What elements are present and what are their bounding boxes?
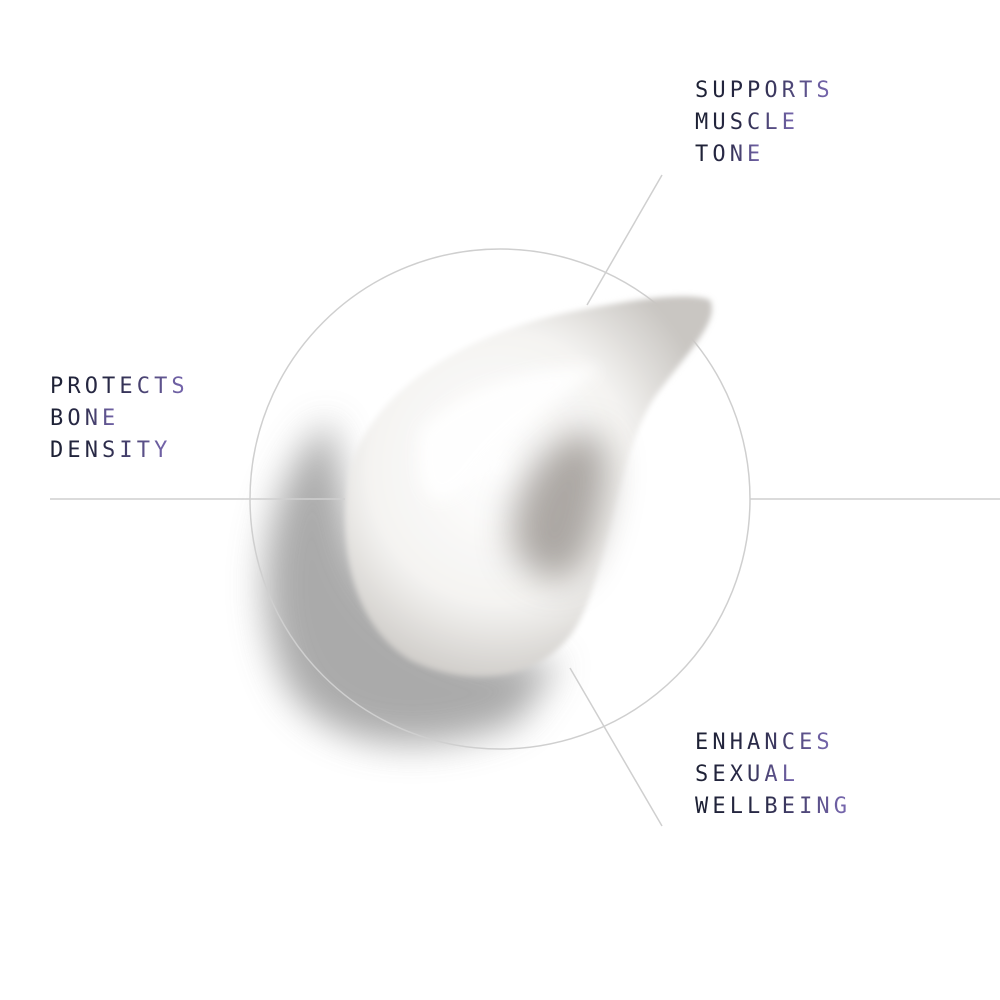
label-line: TONE bbox=[695, 139, 764, 171]
label-line: MUSCLE bbox=[695, 107, 799, 139]
connector-top bbox=[586, 174, 663, 306]
benefit-muscle-tone: SUPPORTS MUSCLE TONE bbox=[695, 75, 834, 171]
label-line: SEXUAL bbox=[695, 759, 799, 791]
connector-bottom bbox=[569, 667, 663, 827]
label-line: DENSITY bbox=[50, 435, 171, 467]
label-line: SUPPORTS bbox=[695, 75, 834, 107]
label-line: PROTECTS bbox=[50, 371, 189, 403]
benefit-bone-density: PROTECTS BONE DENSITY bbox=[50, 371, 189, 467]
label-line: BONE bbox=[50, 403, 119, 435]
label-line: WELLBEING bbox=[695, 791, 851, 823]
label-line: ENHANCES bbox=[695, 727, 834, 759]
benefit-sexual-wellbeing: ENHANCES SEXUAL WELLBEING bbox=[695, 727, 851, 823]
